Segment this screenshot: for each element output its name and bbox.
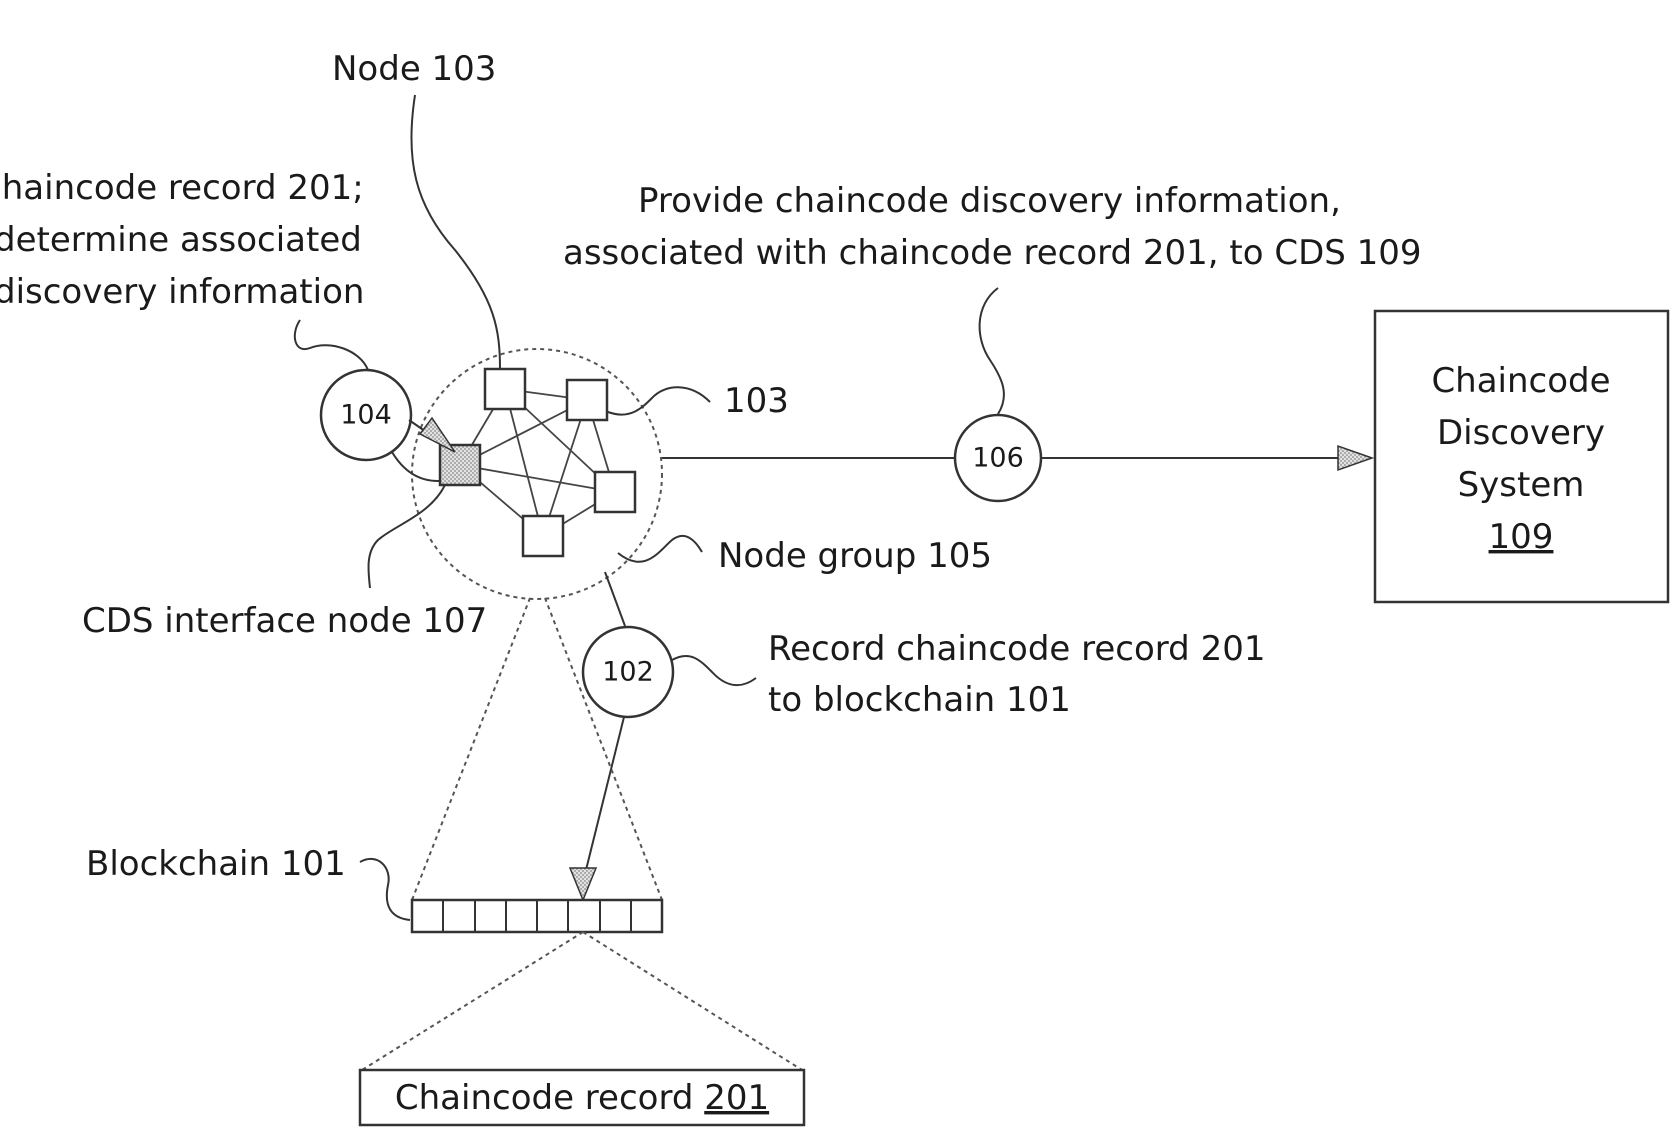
step-104-arrowhead [420,418,455,452]
node-right-upper [567,380,607,420]
label-blockchain: Blockchain 101 [86,844,346,884]
label-record-1: Record chaincode record 201 [768,629,1265,669]
label-determine-3: discovery information [0,272,364,312]
label-determine-2: determine associated [0,220,362,260]
cds-line2: Discovery [1437,413,1605,453]
step-102-line-upper [605,572,625,626]
label-record-2: to blockchain 101 [768,680,1071,720]
projection-left [412,598,530,900]
node-bottom [523,516,563,556]
blockchain [412,900,662,932]
label-determine-1: Chaincode record 201; [0,168,364,208]
cds-line1: Chaincode [1431,361,1610,401]
leader-103 [608,387,710,414]
label-node-group: Node group 105 [718,536,992,576]
chaincode-record-label: Chaincode record 201 [395,1078,769,1118]
record-projection-right [583,932,802,1070]
leader-determine [295,320,368,370]
cds-interface-node [440,445,480,485]
label-cds-interface: CDS interface node 107 [82,601,487,641]
cds-box [1375,311,1668,602]
leader-record [672,656,756,685]
label-103: 103 [724,381,789,421]
node-top [485,369,525,409]
leader-blockchain [360,859,410,920]
label-node-103: Node 103 [332,49,496,89]
node-right-lower [595,472,635,512]
step-102-label: 102 [602,657,654,688]
cds-number: 109 [1489,517,1554,557]
cds-line3: System [1458,465,1585,505]
step-104-label: 104 [340,400,392,431]
leader-provide [980,288,1004,414]
record-projection-left [362,932,583,1070]
leader-node-103 [411,95,500,369]
label-provide-2: associated with chaincode record 201, to… [563,233,1422,273]
step-106-label: 106 [972,443,1024,474]
label-provide-1: Provide chaincode discovery information, [638,181,1341,221]
step-104-return-line [392,452,440,481]
leader-cds-interface [368,485,445,588]
step-102-line-lower [584,717,624,878]
step-106-arrowhead [1338,446,1372,470]
step-102-arrowhead [570,868,596,900]
